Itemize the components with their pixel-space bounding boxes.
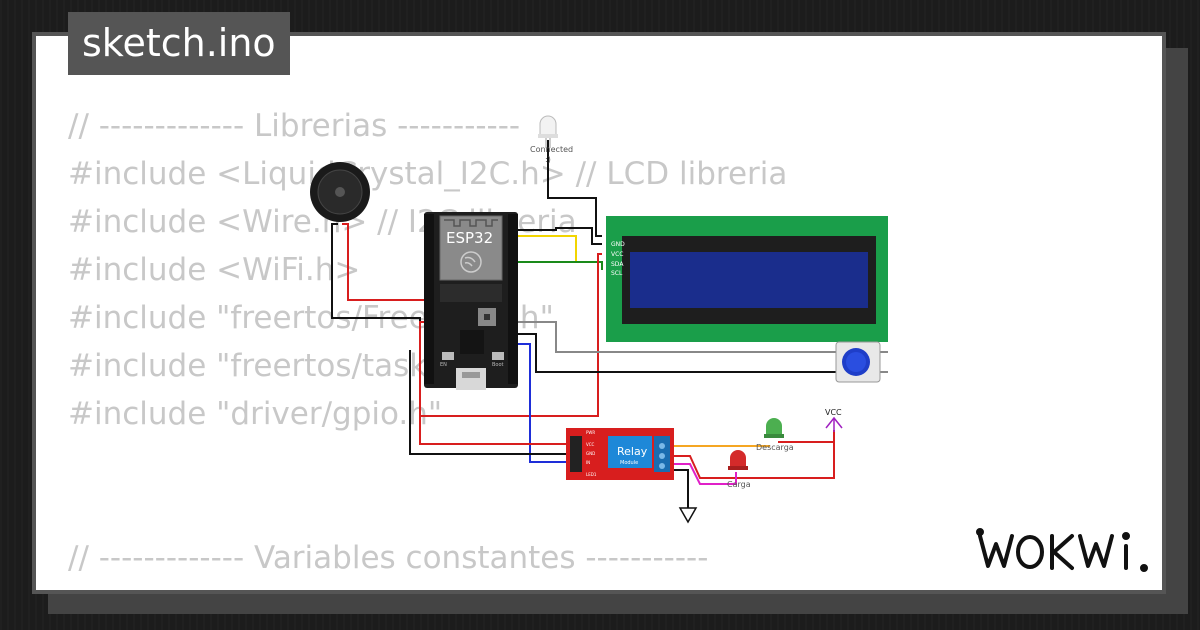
wire-relay-black bbox=[409, 350, 572, 455]
relay-module bbox=[566, 428, 674, 480]
led-connected-label: Connected bbox=[530, 145, 573, 154]
wire-esp-lcd-scl bbox=[514, 261, 603, 270]
push-button bbox=[835, 341, 881, 383]
vcc-label: VCC bbox=[825, 408, 842, 417]
code-line: // ------------- Variables constantes --… bbox=[68, 540, 709, 576]
relay-pin-in: IN bbox=[586, 460, 590, 465]
wire-relay-red bbox=[419, 416, 572, 445]
esp32-label: ESP32 bbox=[446, 229, 493, 247]
ground-icon bbox=[678, 507, 698, 524]
wire-button-gray bbox=[514, 321, 838, 353]
wire-relay-red-vcc bbox=[668, 430, 835, 479]
relay-pin-gnd: GND bbox=[586, 451, 595, 456]
wire-lcd-vcc bbox=[419, 253, 602, 417]
wire-esp-lcd-gnd bbox=[514, 227, 602, 245]
esp32-en-label: EN bbox=[440, 362, 447, 368]
lcd-pin-labels: GND VCC SDA SCL bbox=[611, 241, 625, 277]
wire-buzzer-red bbox=[342, 223, 430, 301]
relay-pin-vcc: VCC bbox=[586, 442, 595, 447]
wire-relay-gnd bbox=[668, 469, 689, 508]
wire-esp-lcd-sda bbox=[514, 235, 602, 263]
lcd-pin-vcc: VCC bbox=[611, 251, 623, 258]
code-line: #include <WiFi.h> bbox=[68, 252, 361, 288]
esp32-boot-label: Boot bbox=[492, 362, 504, 368]
code-line: #include <LiquidCrystal_I2C.h> // LCD li… bbox=[68, 156, 788, 192]
relay-pin-led1: LED1 bbox=[586, 472, 597, 477]
lcd-pin-scl: SCL bbox=[611, 270, 623, 277]
wire-relay-blue bbox=[514, 343, 572, 463]
relay-pin-pwr: PWR bbox=[586, 430, 595, 435]
led-connected-sublabel: :) bbox=[545, 155, 551, 164]
relay-pin-labels: PWR VCC GND IN LED1 bbox=[586, 430, 597, 477]
espressif-logo-icon bbox=[460, 251, 482, 273]
wokwi-logo bbox=[974, 522, 1150, 580]
lcd-pin-sda: SDA bbox=[611, 261, 624, 268]
led-connected-icon bbox=[538, 115, 558, 148]
vcc-icon bbox=[825, 416, 843, 432]
code-editor: // ------------- Librerias ----------- #… bbox=[68, 102, 787, 582]
wire-button-black bbox=[514, 333, 838, 373]
lcd-pin-gnd: GND bbox=[611, 241, 625, 248]
esp32-right-pins bbox=[508, 214, 518, 384]
wires bbox=[331, 140, 888, 508]
relay-sublabel: Module bbox=[620, 460, 638, 466]
wokwi-logo-icon bbox=[976, 528, 1148, 572]
wire-connected-led bbox=[547, 140, 602, 237]
led-discharge-label: Descarga bbox=[756, 443, 794, 452]
led-charge-icon bbox=[728, 450, 748, 470]
code-line: // ------------- Librerias ----------- bbox=[68, 108, 521, 144]
wire-buzzer-black bbox=[331, 223, 421, 330]
lcd-display bbox=[606, 216, 888, 342]
relay-label: Relay bbox=[617, 445, 648, 458]
led-charge-label: Carga bbox=[727, 480, 751, 489]
buzzer-icon bbox=[310, 162, 370, 222]
esp32-left-pins bbox=[424, 214, 434, 384]
wire-relay-magenta bbox=[668, 463, 737, 485]
code-line: #include "driver/gpio.h" bbox=[68, 396, 443, 432]
esp32-board: ESP32 EN Boot bbox=[424, 212, 518, 390]
file-title: sketch.ino bbox=[68, 12, 290, 75]
led-discharge-icon bbox=[764, 418, 784, 438]
